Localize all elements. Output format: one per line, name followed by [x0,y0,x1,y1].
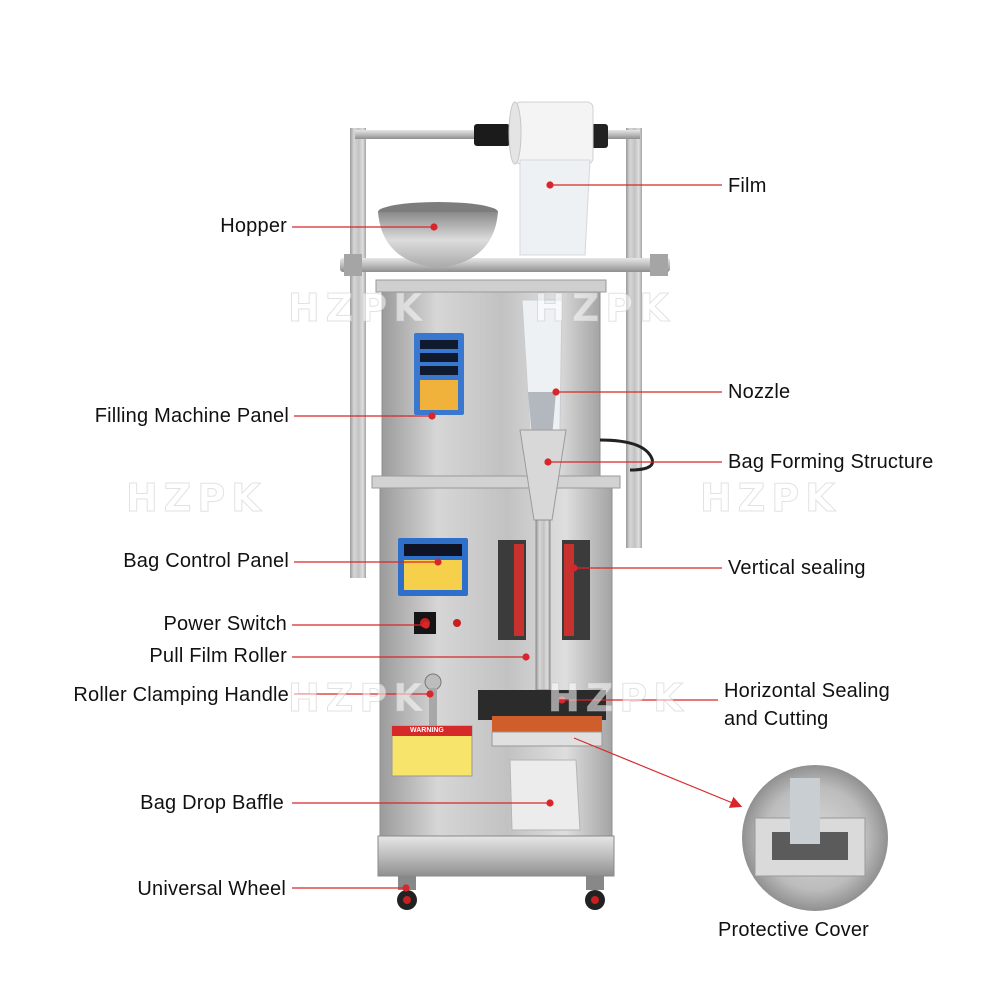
cross-bar [340,258,670,272]
watermark: HZPK [126,476,267,521]
film-web [519,159,591,256]
label-bag-forming-structure: Bag Forming Structure [728,451,934,473]
label-filling-machine-panel: Filling Machine Panel [94,405,289,427]
label-bag-drop-baffle: Bag Drop Baffle [140,792,284,814]
watermark: HZPK [288,676,429,721]
label-horizontal-sealing-2: and Cutting [724,708,829,730]
label-horizontal-sealing: Horizontal Sealing [724,680,890,702]
label-vertical-sealing: Vertical sealing [728,557,866,579]
label-bag-control-panel: Bag Control Panel [123,550,289,572]
label-universal-wheel: Universal Wheel [137,878,286,900]
watermark: HZPK [534,286,675,331]
frame-upright-left [350,128,366,578]
frame-upright-right [626,128,642,548]
wheel-left [397,876,417,910]
watermark: HZPK [548,676,689,721]
warning-sign-text: WARNING [410,727,444,734]
film-roll [514,101,594,165]
label-roller-clamping-handle: Roller Clamping Handle [73,684,289,706]
horizontal-seal [478,690,606,720]
forming-tube [535,519,551,691]
watermark: HZPK [288,286,429,331]
forming-cone [519,429,567,521]
label-hopper: Hopper [220,215,287,237]
label-protective-cover: Protective Cover [718,919,870,941]
bag-drop-baffle [509,759,581,831]
watermark: HZPK [700,476,841,521]
label-film: Film [728,175,767,197]
label-power-switch: Power Switch [163,613,287,635]
leader-lines [292,181,743,892]
machine-base [377,835,615,877]
label-pull-film-roller: Pull Film Roller [149,645,287,667]
label-nozzle: Nozzle [728,381,791,403]
wheel-right [585,876,605,910]
